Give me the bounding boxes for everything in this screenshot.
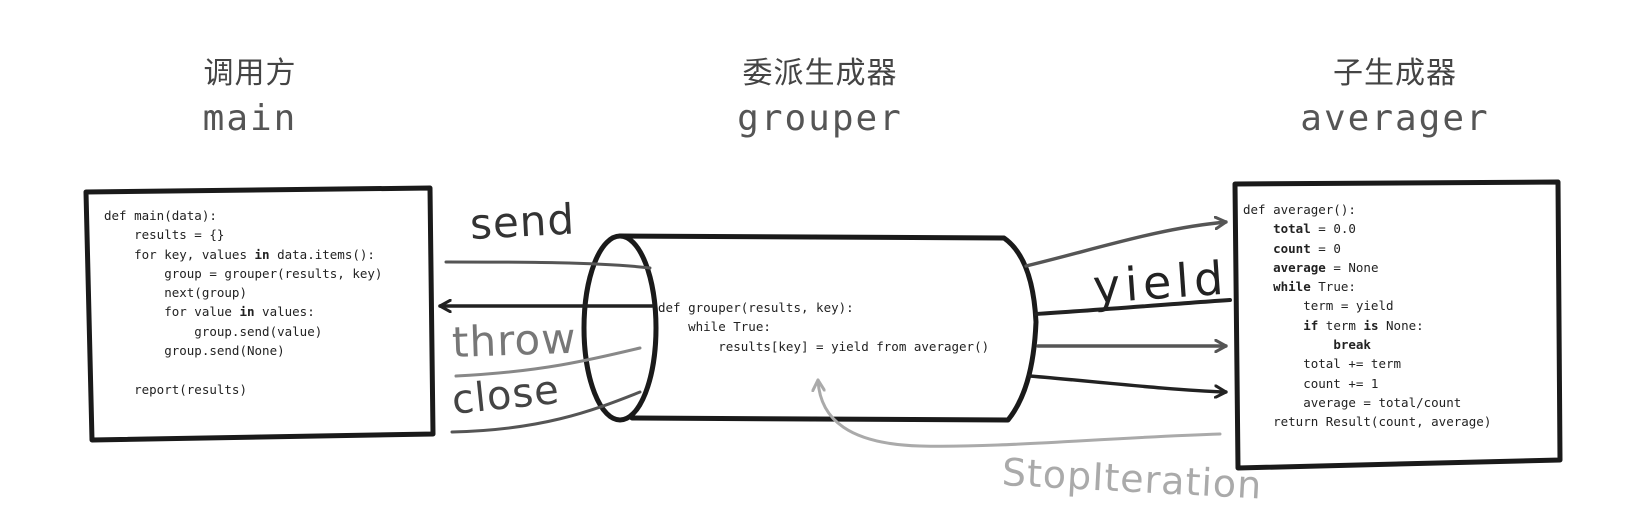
code-line: if term is None: [1303,317,1424,333]
code-line: for value in values: [104,304,315,320]
code-line: def averager(): [1243,202,1356,217]
caller-box [83,185,436,443]
code-line: results[key] = yield from averager() [658,338,990,354]
delegating-generator-title-en: grouper [737,98,903,139]
send-to-subgenerator-arrow [1024,222,1228,268]
code-line: group.send(value) [104,323,323,339]
caller-code: def main(data): results = {} for key, va… [104,206,382,399]
close-arrow [450,390,642,434]
caller-title-cn: 调用方 [203,56,297,91]
send-label: send [468,194,577,249]
code-line: count = 0 [1273,240,1341,256]
code-line: while True: [1273,279,1356,295]
code-line: count += 1 [1243,375,1379,391]
delegating-generator-title-cn: 委派生成器 [742,56,898,91]
code-line: report(results) [104,381,247,397]
subgenerator-title-cn: 子生成器 [1333,56,1457,91]
code-line: def grouper(results, key): [658,300,854,315]
code-line: total = 0.0 [1273,221,1356,237]
yield-label: yield [1091,250,1230,314]
code-line: break [1333,337,1371,353]
code-line: def main(data): [104,208,217,223]
grouper-pipe-body [617,233,1039,423]
delegating-generator-code: def grouper(results, key): while True: r… [658,298,989,356]
subgenerator-code: def averager(): total = 0.0 count = 0 av… [1243,200,1491,432]
stop-iteration-arrow [818,380,1222,448]
throw-label: throw [451,313,578,367]
code-line [104,360,382,379]
code-line: return Result(count, average) [1243,414,1492,430]
subgenerator-header: 子生成器 averager [1260,48,1530,139]
code-line: total += term [1243,356,1402,372]
caller-title-en: main [202,98,298,139]
code-line: average = None [1273,259,1379,275]
yield-return-arrow [1034,298,1232,316]
caller-header: 调用方 main [160,48,340,139]
code-line: next(group) [104,285,247,301]
code-line: for key, values in data.items(): [104,246,375,262]
delegating-generator-header: 委派生成器 grouper [680,48,960,139]
send-arrow [444,260,652,270]
subgenerator-box [1232,179,1563,471]
code-line: average = total/count [1243,394,1462,410]
code-line: group.send(None) [104,343,285,359]
subgenerator-title-en: averager [1300,98,1490,139]
throw-arrow [454,346,642,378]
close-to-subgenerator-arrow [1028,374,1228,392]
grouper-pipe-opening [581,233,659,423]
code-line: term = yield [1243,298,1394,314]
code-line: while True: [658,319,771,335]
code-line: results = {} [104,227,225,243]
code-line: group = grouper(results, key) [104,265,383,281]
